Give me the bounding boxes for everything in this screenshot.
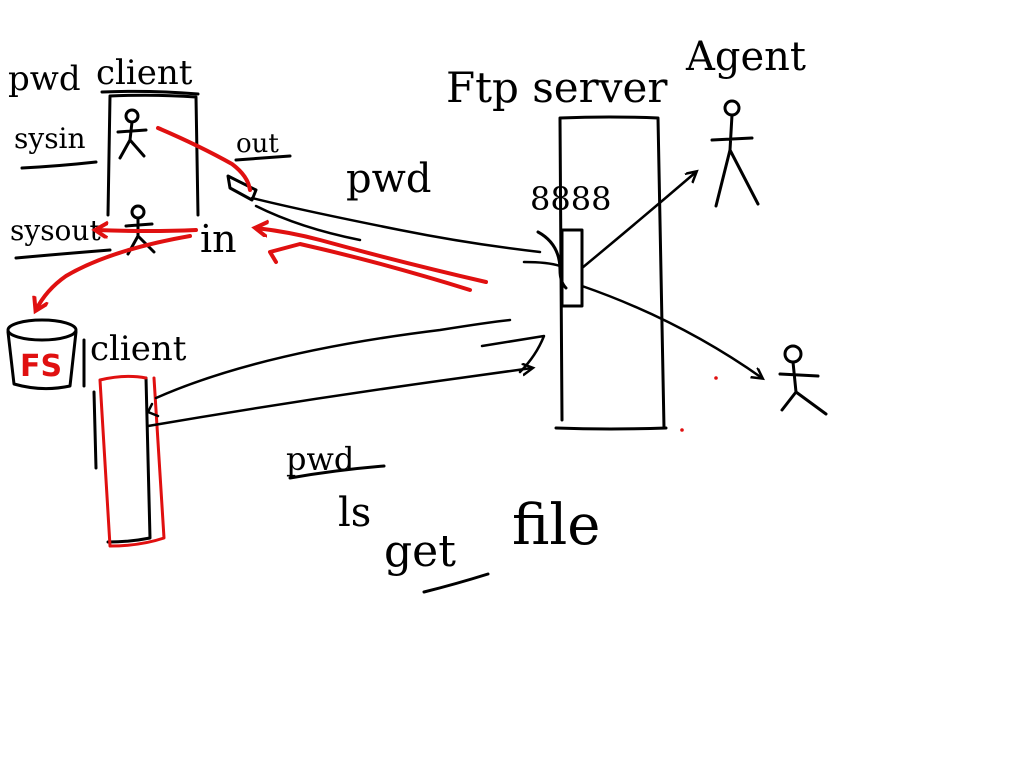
- pwd-mid-label: pwd: [346, 156, 431, 202]
- sysin-underline: [22, 162, 96, 168]
- commands-group: pwd ls get file: [286, 440, 600, 592]
- stick-figure-icon: [712, 101, 758, 206]
- cylinder-icon: FS: [8, 320, 84, 389]
- sysin-label: sysin: [14, 122, 86, 155]
- client-top-underline: [102, 91, 198, 94]
- red-arrow-return-stroke: [270, 244, 470, 290]
- link-bottom-client-to-server: [156, 320, 510, 398]
- fs-label: FS: [20, 349, 62, 384]
- cmd-get-label: get: [384, 526, 456, 577]
- arrow-server-to-agent-bottom: [582, 286, 762, 378]
- server-socket: [562, 230, 582, 306]
- ftp-server-label: Ftp server: [446, 63, 668, 112]
- red-arrow-in-to-fs: [36, 236, 190, 310]
- sysout-underline: [16, 250, 110, 258]
- link-bottom-hook: [482, 336, 544, 372]
- out-label: out: [236, 129, 279, 159]
- red-dot: [714, 376, 718, 380]
- cmd-ls-label: ls: [338, 490, 371, 536]
- bottom-client-group: client: [90, 329, 187, 546]
- port-label: 8888: [530, 180, 611, 218]
- in-label: in: [200, 217, 237, 261]
- stick-figure-icon: [118, 110, 146, 158]
- client-top-label: client: [96, 53, 193, 93]
- link-bottom-client-return: [148, 368, 532, 426]
- agent-group: Agent: [685, 34, 826, 414]
- red-arrow-in-to-sysout: [96, 230, 196, 231]
- red-dot: [680, 428, 684, 432]
- bottom-client-box-red: [100, 376, 164, 546]
- red-arrow-server-to-in: [256, 228, 486, 282]
- pwd-top-label: pwd: [8, 59, 81, 99]
- link-to-socket-tail: [524, 262, 560, 266]
- stick-figure-icon: [780, 346, 826, 414]
- ftp-server-box: [556, 117, 666, 429]
- cmd-file-label: file: [512, 493, 600, 558]
- sysout-label: sysout: [10, 214, 101, 247]
- client-bottom-label: client: [90, 329, 187, 369]
- out-port: [228, 176, 256, 200]
- agent-label: Agent: [685, 34, 806, 80]
